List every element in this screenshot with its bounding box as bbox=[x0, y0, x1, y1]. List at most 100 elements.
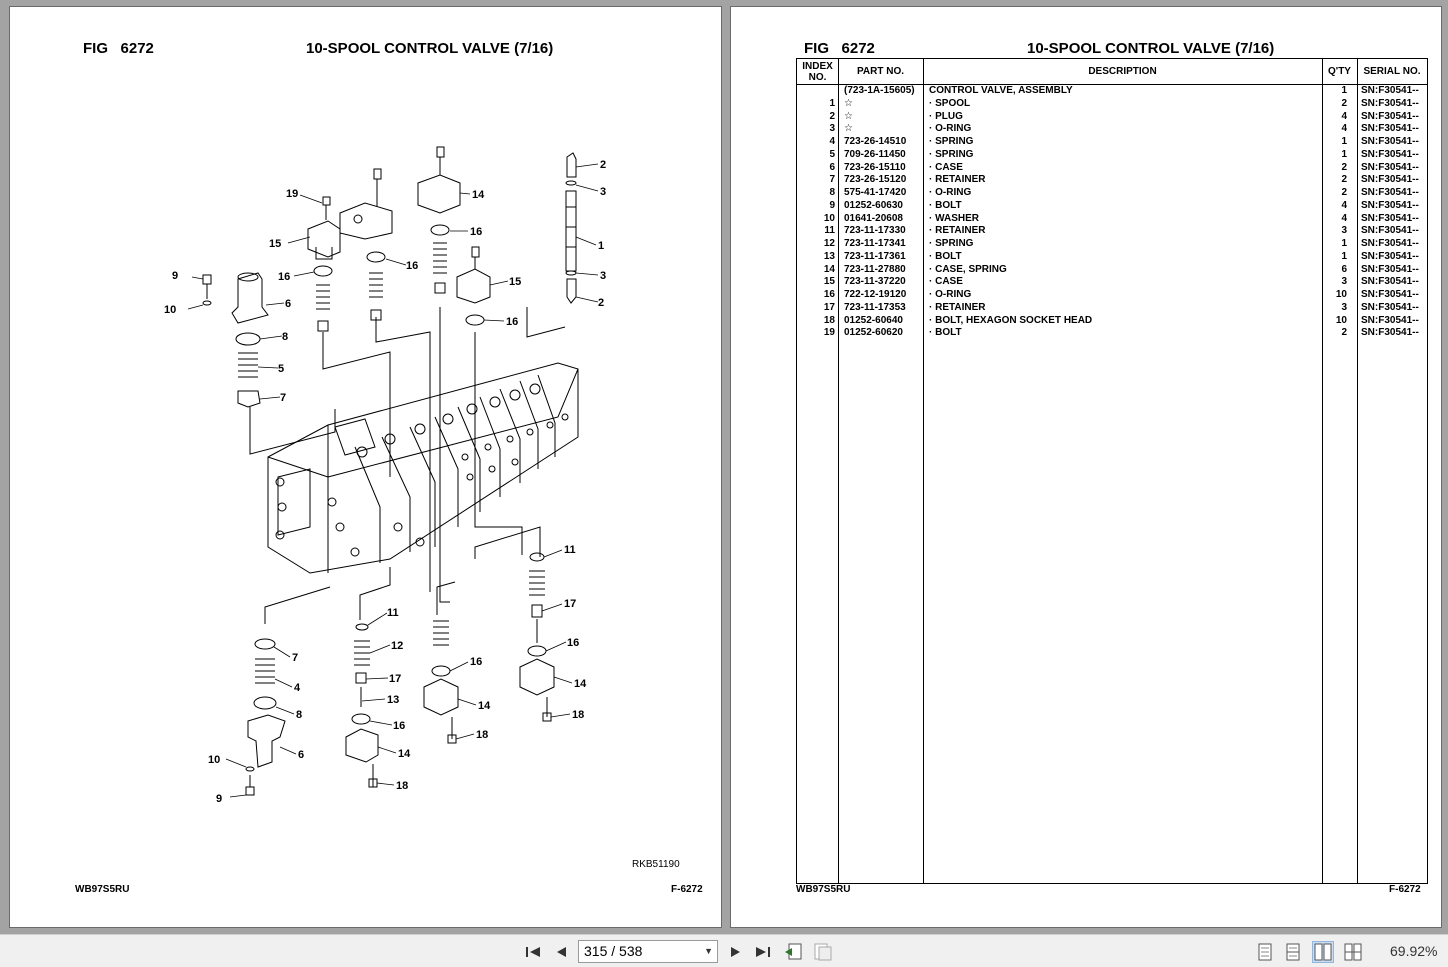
callout-number: 4 bbox=[294, 682, 301, 694]
row-index: 16 bbox=[823, 289, 835, 300]
row-index: 15 bbox=[823, 276, 835, 288]
callout-number: 15 bbox=[269, 238, 281, 250]
row-qty: 2 bbox=[1341, 97, 1347, 109]
callout-number: 14 bbox=[398, 748, 411, 760]
footer-page-code: F-6272 bbox=[1389, 884, 1421, 895]
row-serial-no: SN:F30541-- bbox=[1361, 174, 1419, 186]
continuous-facing-icon[interactable] bbox=[1342, 941, 1364, 963]
first-page-icon[interactable] bbox=[522, 941, 544, 963]
right-page: FIG 6272 10-SPOOL CONTROL VALVE (7/16) I… bbox=[730, 6, 1442, 928]
callout-number: 18 bbox=[572, 709, 584, 721]
row-description: · CASE bbox=[929, 161, 963, 173]
callout-number: 7 bbox=[292, 652, 298, 664]
row-description: · RETAINER bbox=[929, 225, 986, 237]
row-part-no: 723-11-27880 bbox=[844, 263, 906, 275]
row-index: 2 bbox=[829, 110, 835, 122]
row-description: · RETAINER bbox=[929, 174, 986, 186]
page-number-input[interactable]: 315 / 538 ▼ bbox=[578, 940, 718, 963]
page-title: 10-SPOOL CONTROL VALVE (7/16) bbox=[306, 40, 554, 57]
row-part-no: 723-11-17361 bbox=[844, 250, 906, 262]
row-part-no: 01252-60620 bbox=[844, 327, 903, 339]
row-description: · BOLT bbox=[929, 199, 962, 211]
row-index: 12 bbox=[823, 238, 835, 249]
next-view-icon[interactable] bbox=[812, 941, 834, 963]
continuous-icon[interactable] bbox=[1282, 941, 1304, 963]
row-serial-no: SN:F30541-- bbox=[1361, 97, 1419, 109]
row-part-no: 723-11-17330 bbox=[844, 225, 906, 237]
callout-number: 2 bbox=[600, 159, 606, 171]
row-index: 11 bbox=[824, 225, 835, 237]
row-description: · BOLT bbox=[929, 327, 962, 339]
callout-number: 16 bbox=[406, 260, 418, 272]
callout-number: 2 bbox=[598, 297, 604, 309]
callout-number: 16 bbox=[506, 316, 518, 328]
row-description: · O-RING bbox=[929, 187, 972, 198]
facing-icon[interactable] bbox=[1312, 941, 1334, 963]
callout-number: 7 bbox=[280, 392, 286, 404]
row-serial-no: SN:F30541-- bbox=[1361, 85, 1419, 96]
footer-page-code: F-6272 bbox=[671, 884, 703, 895]
last-page-icon[interactable] bbox=[752, 941, 774, 963]
callout-number: 6 bbox=[285, 298, 291, 310]
callout-number: 3 bbox=[600, 270, 606, 282]
row-qty: 1 bbox=[1341, 148, 1347, 160]
callout-number: 12 bbox=[391, 640, 403, 652]
row-description: · BOLT bbox=[929, 250, 962, 262]
row-qty: 4 bbox=[1341, 212, 1347, 224]
row-description: · CASE, SPRING bbox=[929, 263, 1007, 275]
row-serial-no: SN:F30541-- bbox=[1361, 238, 1419, 249]
callout-number: 16 bbox=[393, 720, 405, 732]
row-serial-no: SN:F30541-- bbox=[1361, 327, 1419, 339]
callout-number: 9 bbox=[172, 270, 178, 282]
callout-number: 19 bbox=[286, 188, 298, 200]
row-description: · CASE bbox=[929, 276, 963, 288]
row-part-no: 723-11-17353 bbox=[844, 301, 906, 313]
prev-view-icon[interactable] bbox=[782, 941, 804, 963]
row-qty: 1 bbox=[1341, 238, 1347, 249]
figure-reference-code: RKB51190 bbox=[632, 859, 680, 870]
row-index: 1 bbox=[829, 97, 835, 109]
fig-label: FIG 6272 bbox=[804, 40, 875, 57]
next-page-icon[interactable] bbox=[724, 941, 746, 963]
callout-number: 15 bbox=[509, 276, 521, 288]
row-description: · BOLT, HEXAGON SOCKET HEAD bbox=[929, 314, 1093, 326]
row-description: · PLUG bbox=[929, 110, 963, 122]
row-description: · O-RING bbox=[929, 123, 972, 135]
callout-number: 16 bbox=[567, 637, 579, 649]
chevron-down-icon[interactable]: ▼ bbox=[704, 946, 713, 956]
callout-number: 14 bbox=[478, 700, 491, 712]
row-index: 9 bbox=[829, 199, 835, 211]
row-part-no: 01641-20608 bbox=[844, 212, 903, 224]
row-description: · WASHER bbox=[929, 212, 979, 224]
row-serial-no: SN:F30541-- bbox=[1361, 314, 1419, 326]
row-index: 14 bbox=[823, 263, 835, 275]
callout-number: 18 bbox=[476, 729, 488, 741]
row-part-no: ☆ bbox=[844, 123, 853, 135]
row-qty: 3 bbox=[1341, 301, 1347, 313]
row-index: 3 bbox=[829, 123, 835, 135]
prev-page-icon[interactable] bbox=[550, 941, 572, 963]
row-description: CONTROL VALVE, ASSEMBLY bbox=[929, 85, 1073, 96]
callout-number: 16 bbox=[278, 271, 290, 283]
zoom-level[interactable]: 69.92% bbox=[1390, 943, 1438, 959]
single-page-icon[interactable] bbox=[1254, 941, 1276, 963]
row-qty: 1 bbox=[1341, 136, 1347, 147]
row-serial-no: SN:F30541-- bbox=[1361, 276, 1419, 288]
row-serial-no: SN:F30541-- bbox=[1361, 136, 1419, 147]
row-qty: 6 bbox=[1341, 263, 1347, 275]
callout-number: 8 bbox=[282, 331, 288, 343]
row-part-no: 723-11-17341 bbox=[844, 238, 906, 249]
row-part-no: 575-41-17420 bbox=[844, 187, 907, 198]
